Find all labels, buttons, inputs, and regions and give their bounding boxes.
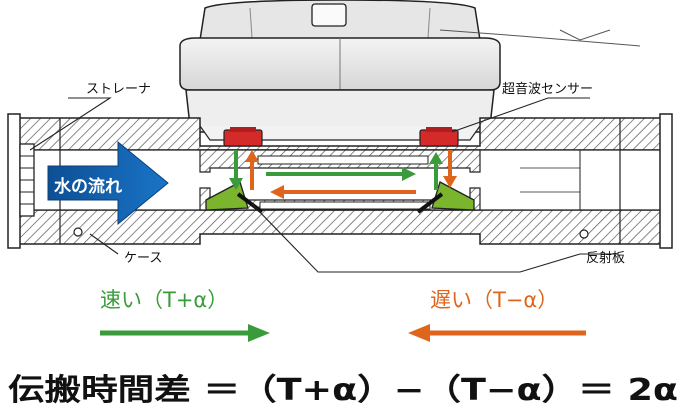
reflector-left [205,181,264,214]
reflector-right [416,181,475,214]
strainer [19,143,35,217]
label-strainer: ストレーナ [86,82,151,97]
label-reflector: 反射板 [586,250,625,266]
water-flow-arrow: 水の流れ [47,140,169,226]
legend-slow: 遅い（T−α） [408,288,586,342]
ultrasonic-sensor-right [419,127,459,147]
measuring-tube [199,149,481,211]
leader-lines [29,97,618,273]
propagation-time-formula: 伝搬時間差 ＝（T+α）−（T−α）＝ 2α [8,373,678,408]
legend-fast-label: 速い（T+α） [100,288,228,312]
ultrasonic-sensor-left [223,127,263,147]
legend-fast: 速い（T+α） [100,288,270,342]
water-flow-label: 水の流れ [54,176,122,197]
label-case: ケース [124,251,162,266]
ultrasonic-paths [229,150,457,199]
label-sensor: 超音波センサー [502,81,593,97]
legend-slow-label: 遅い（T−α） [430,288,558,312]
